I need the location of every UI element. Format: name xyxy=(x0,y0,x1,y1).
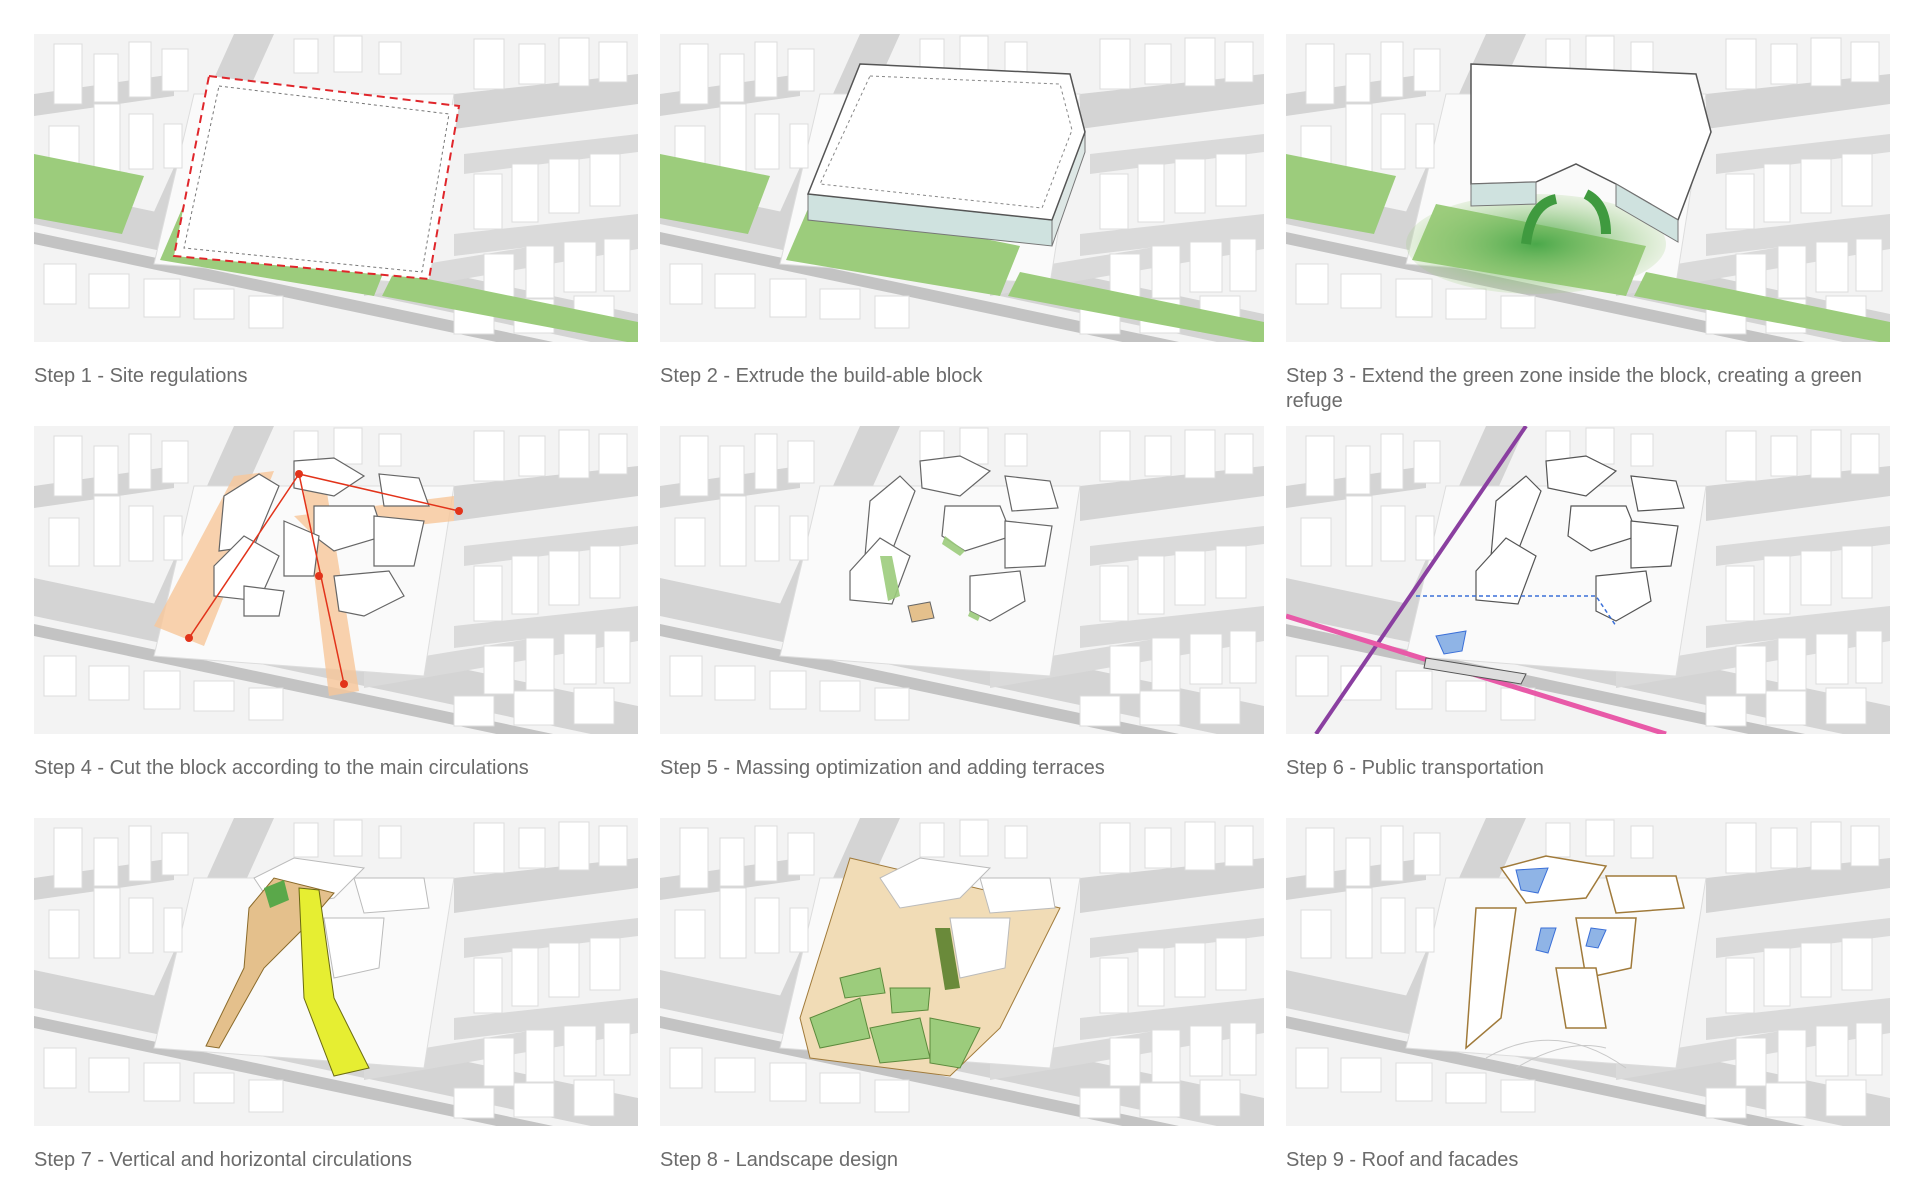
step-6-panel: Step 6 - Public transportation xyxy=(1286,426,1890,781)
step-7-diagram xyxy=(34,818,638,1126)
step-5-diagram xyxy=(660,426,1264,734)
station-platform xyxy=(1423,657,1527,685)
terraces xyxy=(880,536,980,621)
plaza-paths xyxy=(1485,1039,1627,1069)
step-4-panel: Step 4 - Cut the block according to the … xyxy=(34,426,638,781)
setback-line xyxy=(183,85,450,273)
step-9-panel: Step 9 - Roof and facades xyxy=(1286,818,1890,1173)
step-1-diagram xyxy=(34,34,638,342)
pavilion xyxy=(907,601,935,623)
extruded-block xyxy=(806,63,1086,221)
optimized-masses xyxy=(849,455,1059,622)
step-1-panel: Step 1 - Site regulations xyxy=(34,34,638,389)
step-9-caption: Step 9 - Roof and facades xyxy=(1286,1149,1519,1171)
step-3-diagram xyxy=(1286,34,1890,342)
step-5-panel: Step 5 - Massing optimization and adding… xyxy=(660,426,1264,781)
roofs xyxy=(1465,855,1685,1050)
step-6-diagram xyxy=(1286,426,1890,734)
step-9-diagram xyxy=(1286,818,1890,1126)
vertical-circulation xyxy=(298,887,370,1077)
step-2-diagram xyxy=(660,34,1264,342)
green-core xyxy=(264,880,289,908)
step-7-caption: Step 7 - Vertical and horizontal circula… xyxy=(34,1149,412,1171)
step-7-panel: Step 7 - Vertical and horizontal circula… xyxy=(34,818,638,1173)
step-3-panel: Step 3 - Extend the green zone inside th… xyxy=(1286,34,1890,414)
step-1-caption: Step 1 - Site regulations xyxy=(34,365,248,387)
glass-facades xyxy=(1515,867,1607,954)
step-2-panel: Step 2 - Extrude the build-able block xyxy=(660,34,1264,389)
landscape-lawns xyxy=(809,967,981,1069)
building-masses xyxy=(879,857,1056,979)
cut-masses xyxy=(213,457,430,617)
step-8-diagram xyxy=(660,818,1264,1126)
building-masses xyxy=(1475,455,1685,622)
station-entrance xyxy=(1435,630,1467,655)
step-3-caption: Step 3 - Extend the green zone inside th… xyxy=(1286,365,1862,412)
circulation-nodes xyxy=(185,470,463,688)
metro-line xyxy=(1314,426,1528,734)
step-6-caption: Step 6 - Public transportation xyxy=(1286,757,1544,779)
step-8-panel: Step 8 - Landscape design xyxy=(660,818,1264,1173)
green-arrows xyxy=(1521,189,1611,245)
step-5-caption: Step 5 - Massing optimization and adding… xyxy=(660,757,1105,779)
step-4-caption: Step 4 - Cut the block according to the … xyxy=(34,757,529,779)
site-boundary xyxy=(172,74,461,281)
transit-link xyxy=(1416,595,1617,627)
green-stair xyxy=(935,928,960,990)
step-8-caption: Step 8 - Landscape design xyxy=(660,1149,898,1171)
step-2-caption: Step 2 - Extrude the build-able block xyxy=(660,365,983,387)
step-4-diagram xyxy=(34,426,638,734)
